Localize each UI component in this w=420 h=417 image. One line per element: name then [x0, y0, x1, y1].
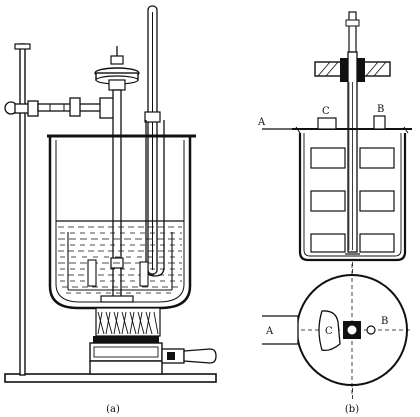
label-b-side: B: [377, 104, 384, 115]
baffle-4: [359, 190, 395, 212]
plan-view-b: [262, 264, 410, 396]
vessel-section-b: [298, 133, 407, 262]
label-c-side: C: [322, 106, 330, 117]
baffle-6: [359, 233, 395, 253]
baffle-1: [310, 147, 346, 169]
stirrer-motor-pulley: [94, 46, 140, 91]
caption-b: (b): [345, 404, 359, 415]
stirrer-shaft-b: [314, 11, 391, 253]
panel-b: (b): [262, 11, 412, 415]
baffle-5: [310, 233, 346, 253]
panel-a: (a): [4, 5, 217, 415]
thermometer: [144, 5, 165, 277]
burner: [89, 336, 217, 375]
lid-b: [262, 115, 412, 134]
baffle-c-plan: [318, 310, 341, 352]
base-plate: [4, 373, 217, 383]
heater-coils: [95, 307, 161, 337]
label-a-plan: A: [265, 326, 274, 337]
label-c-plan: C: [325, 326, 333, 337]
label-a-side: A: [257, 117, 266, 128]
caption-a: (a): [106, 404, 120, 415]
label-b-plan: B: [381, 316, 388, 327]
stirrer-shaft: [100, 89, 134, 303]
port-b-plan: [366, 325, 376, 335]
baffle-frame: [67, 232, 173, 291]
baffle-2: [359, 147, 395, 169]
port-b: [373, 115, 386, 130]
retort-stand-rod: [14, 43, 31, 376]
liquid: [56, 220, 184, 294]
port-c: [317, 117, 337, 130]
inlet-a-pipe: [262, 315, 299, 345]
gas-hose: [183, 348, 217, 364]
baffle-3: [310, 190, 346, 212]
